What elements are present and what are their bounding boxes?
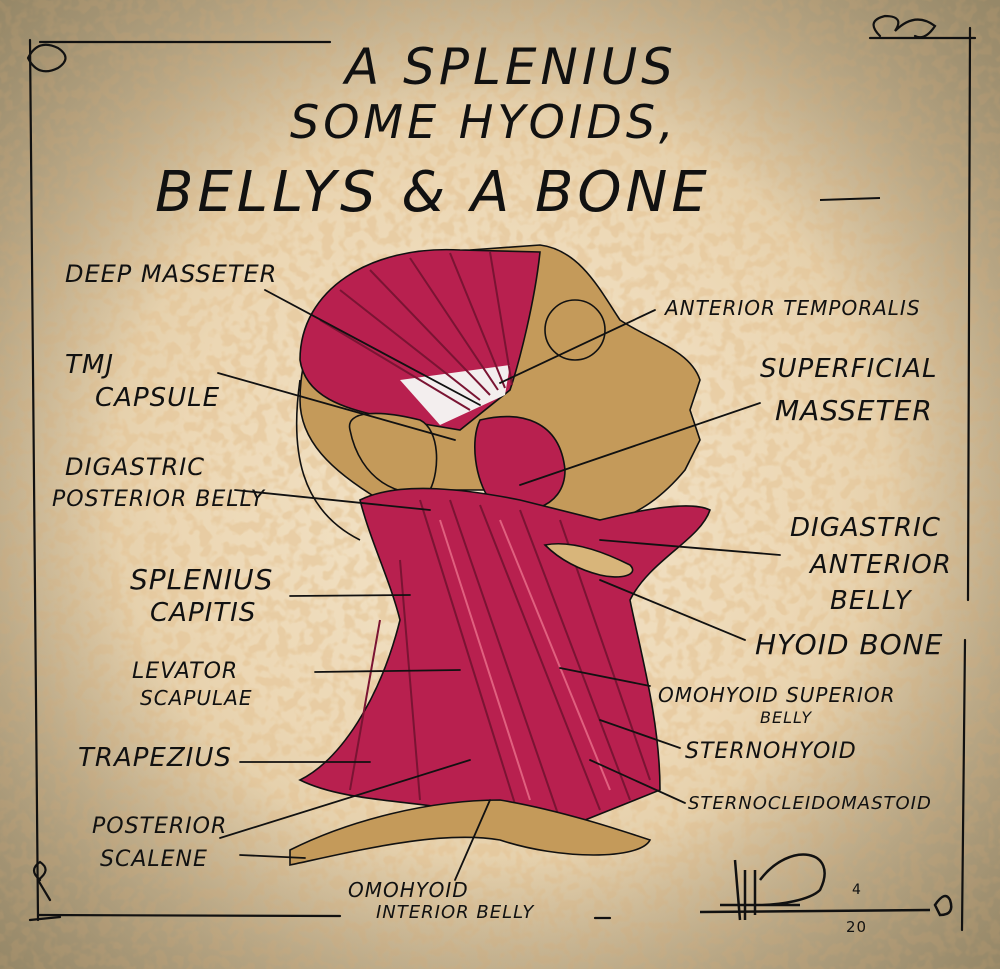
- label-levator-scapulae-line1: Levator: [132, 659, 239, 684]
- label-superficial-masseter-line2: Masseter: [775, 394, 933, 427]
- leader-lines: [217, 289, 781, 881]
- label-splenius-capitis-line2: Capitis: [150, 598, 257, 628]
- label-omohyoid-inferior-line2: Interior Belly: [376, 902, 535, 923]
- signature-date-month: 4: [852, 882, 862, 898]
- title-line-3: Bellys & a Bone: [155, 160, 711, 225]
- label-digastric-anterior-line3: Belly: [830, 586, 912, 616]
- label-digastric-posterior-line1: Digastric: [65, 453, 205, 481]
- label-omohyoid-inferior-line1: Omohyoid: [348, 878, 469, 902]
- label-trapezius: Trapezius: [78, 743, 232, 773]
- label-omohyoid-superior-line2: Belly: [760, 708, 813, 727]
- label-deep-masseter: Deep Masseter: [65, 260, 278, 288]
- label-tmj-capsule-line2: Capsule: [95, 383, 221, 413]
- label-superficial-masseter-line1: Superficial: [760, 354, 938, 384]
- label-digastric-anterior-line1: Digastric: [790, 513, 941, 543]
- label-posterior-scalene-line1: Posterior: [92, 814, 228, 839]
- signature-date-year: 20: [846, 918, 868, 936]
- label-digastric-posterior-line2: Posterior Belly: [52, 487, 266, 512]
- artist-signature: [699, 853, 953, 921]
- label-splenius-capitis-line1: Splenius: [130, 563, 274, 596]
- label-levator-scapulae-line2: Scapulae: [140, 686, 253, 710]
- label-hyoid-bone: Hyoid Bone: [755, 628, 944, 661]
- label-sternocleidomastoid: Sternocleidomastoid: [688, 793, 932, 814]
- label-sternohyoid: Sternohyoid: [685, 739, 857, 764]
- label-anterior-temporalis: Anterior Temporalis: [665, 296, 921, 320]
- label-posterior-scalene-line2: Scalene: [100, 847, 208, 872]
- label-digastric-anterior-line2: Anterior: [810, 550, 952, 580]
- label-omohyoid-superior-line1: Omohyoid Superior: [658, 683, 896, 707]
- title-line-2: Some Hyoids,: [290, 95, 678, 149]
- title-line-1: A Splenius: [345, 38, 677, 96]
- label-tmj-capsule-line1: TMJ: [65, 350, 114, 380]
